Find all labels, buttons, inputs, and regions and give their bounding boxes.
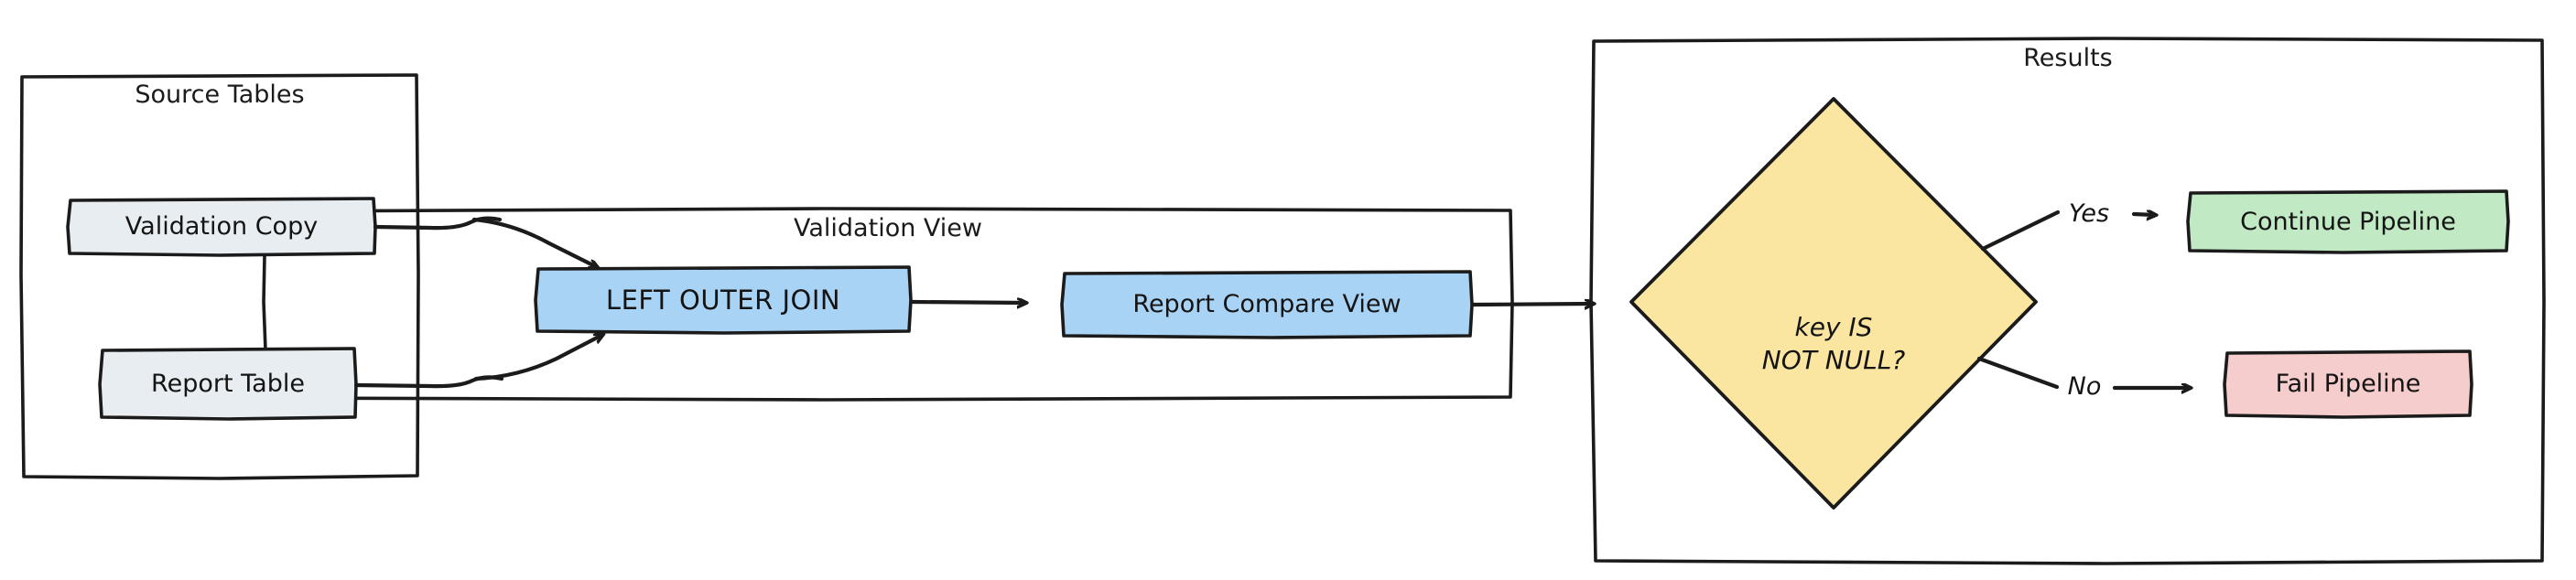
- node-report-table[interactable]: Report Table: [151, 369, 305, 398]
- group-label-results: Results: [2023, 44, 2113, 72]
- decision-text-line-2: NOT NULL?: [1761, 345, 1906, 375]
- node-decision-key-is-not-null[interactable]: key IS NOT NULL?: [1631, 99, 2036, 508]
- node-fail-pipeline[interactable]: Fail Pipeline: [2275, 370, 2421, 399]
- node-report-compare-view[interactable]: Report Compare View: [1132, 290, 1402, 319]
- node-left-outer-join[interactable]: LEFT OUTER JOIN: [605, 284, 841, 316]
- decision-text-line-1: key IS: [1794, 312, 1873, 342]
- edge-label-yes: Yes: [2068, 199, 2110, 228]
- node-validation-copy[interactable]: Validation Copy: [124, 212, 319, 242]
- group-label-validation-view: Validation View: [794, 214, 982, 242]
- group-label-source-tables: Source Tables: [135, 81, 305, 109]
- node-continue-pipeline[interactable]: Continue Pipeline: [2240, 207, 2456, 236]
- edge-label-no: No: [2067, 372, 2102, 401]
